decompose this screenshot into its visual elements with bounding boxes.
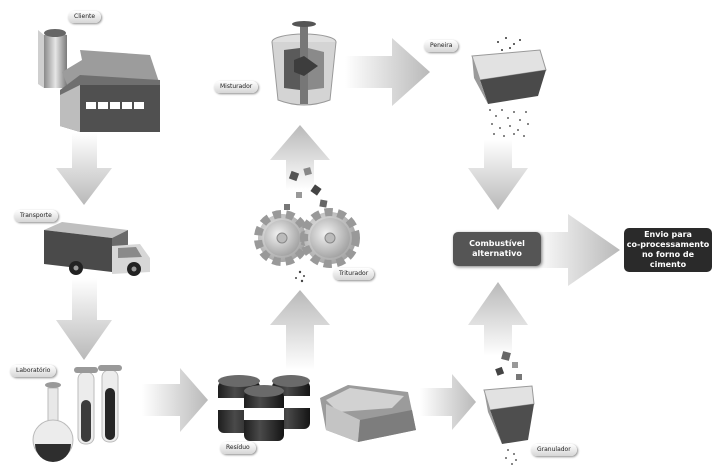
arrow-right-1 [142,368,208,432]
label-granulador: Granulador [531,444,577,456]
combustivel-line-1: Combustível [469,239,525,248]
factory-icon [38,29,160,132]
crusher-gears-icon [254,167,360,283]
label-cliente: Cliente [68,11,102,23]
envio-line-3: no forno de cimento [641,250,695,269]
truck-icon [44,222,150,276]
arrow-up-1 [270,290,330,370]
sieve-icon [471,37,547,137]
envio-line-2: co-processamento [626,240,710,249]
label-laboratorio: Laboratório [10,365,57,377]
arrow-down-3 [468,140,528,210]
granulator-icon [483,351,535,465]
waste-bin-icon [320,385,416,442]
arrow-up-2 [270,125,330,190]
label-misturador: Misturador [214,81,259,93]
combustivel-line-2: alternativo [472,249,522,258]
arrow-up-3 [468,282,528,356]
arrow-right-2 [420,374,476,430]
barrels-icon [218,375,310,441]
envio-line-1: Envio para [644,230,692,239]
label-triturador: Triturador [333,268,375,280]
label-peneira: Peneira [424,40,459,52]
lab-glassware-icon [32,365,122,462]
label-residuo: Resíduo [220,442,256,454]
box-combustivel-alternativo: Combustível alternativo [453,232,541,266]
mixer-icon [271,21,337,106]
box-envio-coprocessamento: Envio para co-processamento no forno de … [624,228,712,272]
label-transporte: Transporte [14,210,58,222]
arrow-right-3 [345,38,430,106]
arrow-down-1 [56,133,112,205]
arrow-right-4 [532,214,620,286]
arrow-down-2 [56,278,112,360]
